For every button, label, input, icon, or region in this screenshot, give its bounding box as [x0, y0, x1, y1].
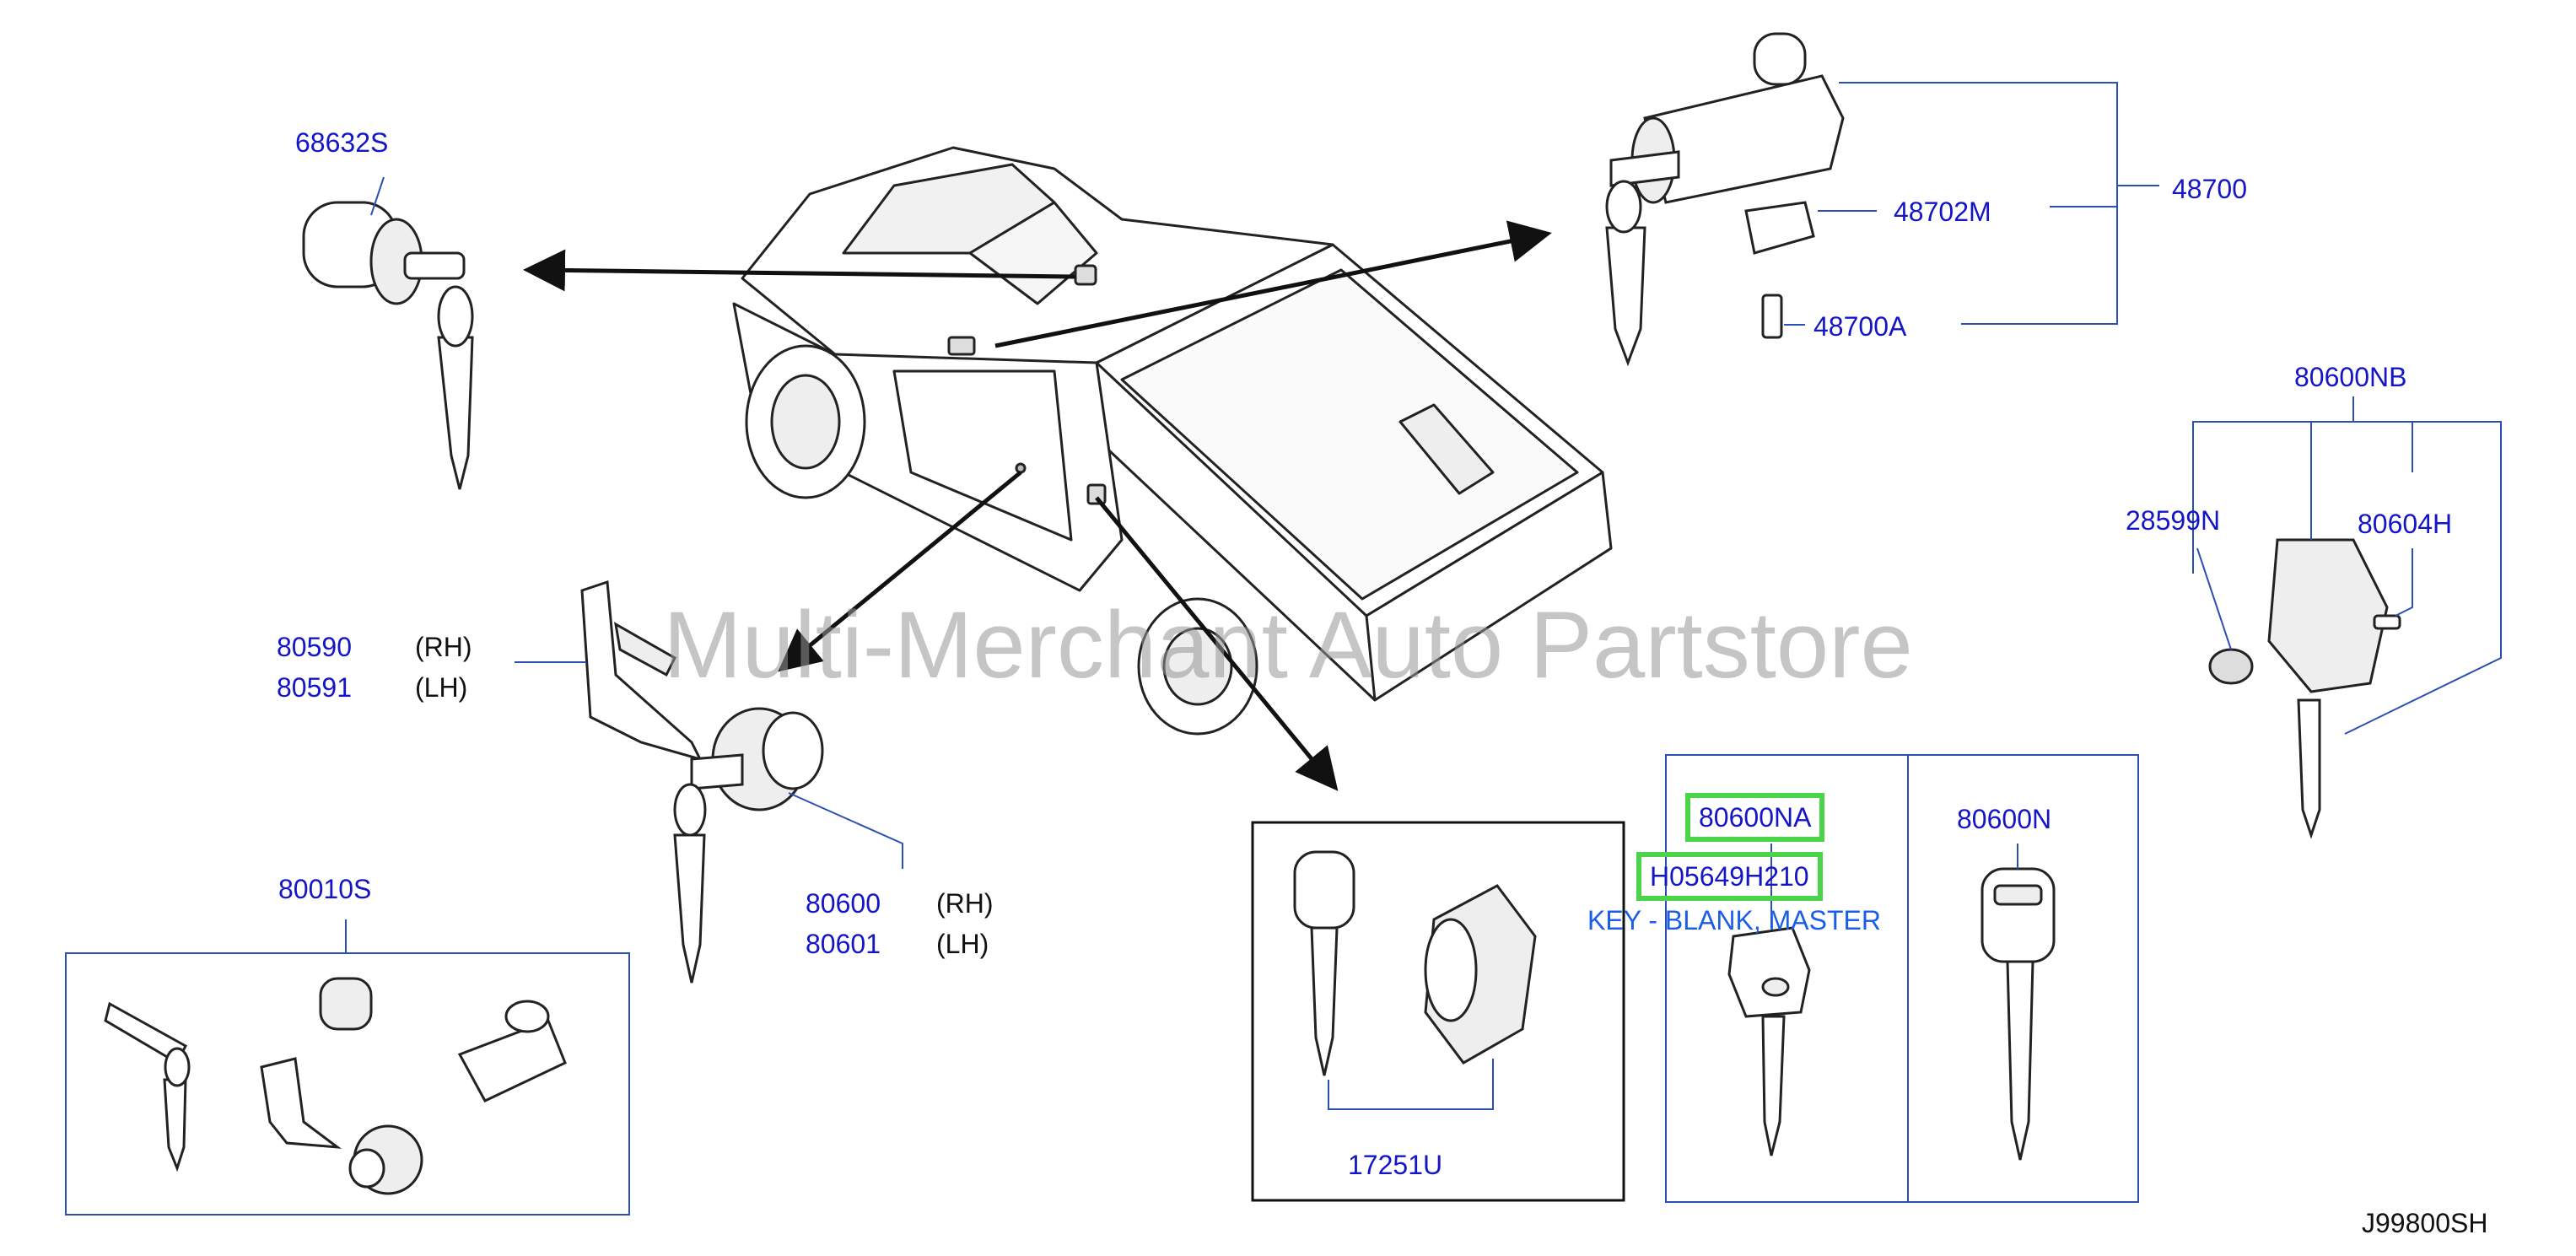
leader-lines-48700 — [1784, 82, 2159, 326]
kit-80010s-box — [65, 919, 630, 1216]
box-17251u — [1251, 821, 1625, 1202]
part-17251u-illustration — [1293, 850, 1537, 1076]
label-80010s[interactable]: 80010S — [278, 874, 372, 904]
part-80600na-key-illustration — [1727, 926, 1811, 1156]
label-80590[interactable]: 80590 — [277, 632, 352, 662]
callout-arrows — [523, 220, 1552, 791]
key-description: KEY - BLANK, MASTER — [1587, 905, 1881, 935]
leader-lines-80600nb — [2192, 396, 2502, 735]
part-80600n-key-illustration — [1981, 867, 2056, 1161]
label-80591[interactable]: 80591 — [277, 672, 352, 703]
watermark: Multi-Merchant Auto Partstore — [663, 592, 1913, 698]
label-80601-side: (LH) — [936, 929, 989, 959]
leader-line — [370, 176, 385, 216]
label-80591-side: (LH) — [415, 672, 468, 703]
part-48700-illustration — [1605, 32, 1845, 367]
part-80590-bracket-illustration — [580, 579, 703, 762]
label-17251u[interactable]: 17251U — [1348, 1150, 1443, 1180]
leader-line — [1328, 1059, 1494, 1110]
label-80600-side: (RH) — [936, 888, 994, 919]
label-80600[interactable]: 80600 — [806, 888, 881, 919]
label-48700[interactable]: 48700 — [2172, 174, 2247, 204]
label-80600n[interactable]: 80600N — [1957, 804, 2052, 834]
label-48702m[interactable]: 48702M — [1894, 197, 1991, 227]
diagram-reference-code: J99800SH — [2362, 1208, 2488, 1238]
pickup-truck-illustration — [732, 146, 1613, 736]
label-80600nb[interactable]: 80600NB — [2294, 362, 2407, 392]
part-68632s-illustration — [302, 201, 474, 490]
box-80600na-80600n — [1665, 754, 2139, 1203]
label-68632s[interactable]: 68632S — [295, 127, 389, 158]
label-48700a[interactable]: 48700A — [1813, 311, 1907, 342]
label-28599n[interactable]: 28599N — [2126, 505, 2221, 536]
part-80600-lock-illustration — [673, 707, 824, 984]
leader-line — [788, 792, 903, 869]
label-80590-side: (RH) — [415, 632, 472, 662]
kit-80010s-contents — [104, 977, 567, 1195]
label-80604h[interactable]: 80604H — [2358, 509, 2453, 539]
label-80601[interactable]: 80601 — [806, 929, 881, 959]
label-h05649h210-highlighted[interactable]: H05649H210 — [1636, 852, 1823, 901]
label-80600na-highlighted[interactable]: 80600NA — [1684, 793, 1825, 842]
part-80600nb-illustration — [2208, 538, 2401, 839]
